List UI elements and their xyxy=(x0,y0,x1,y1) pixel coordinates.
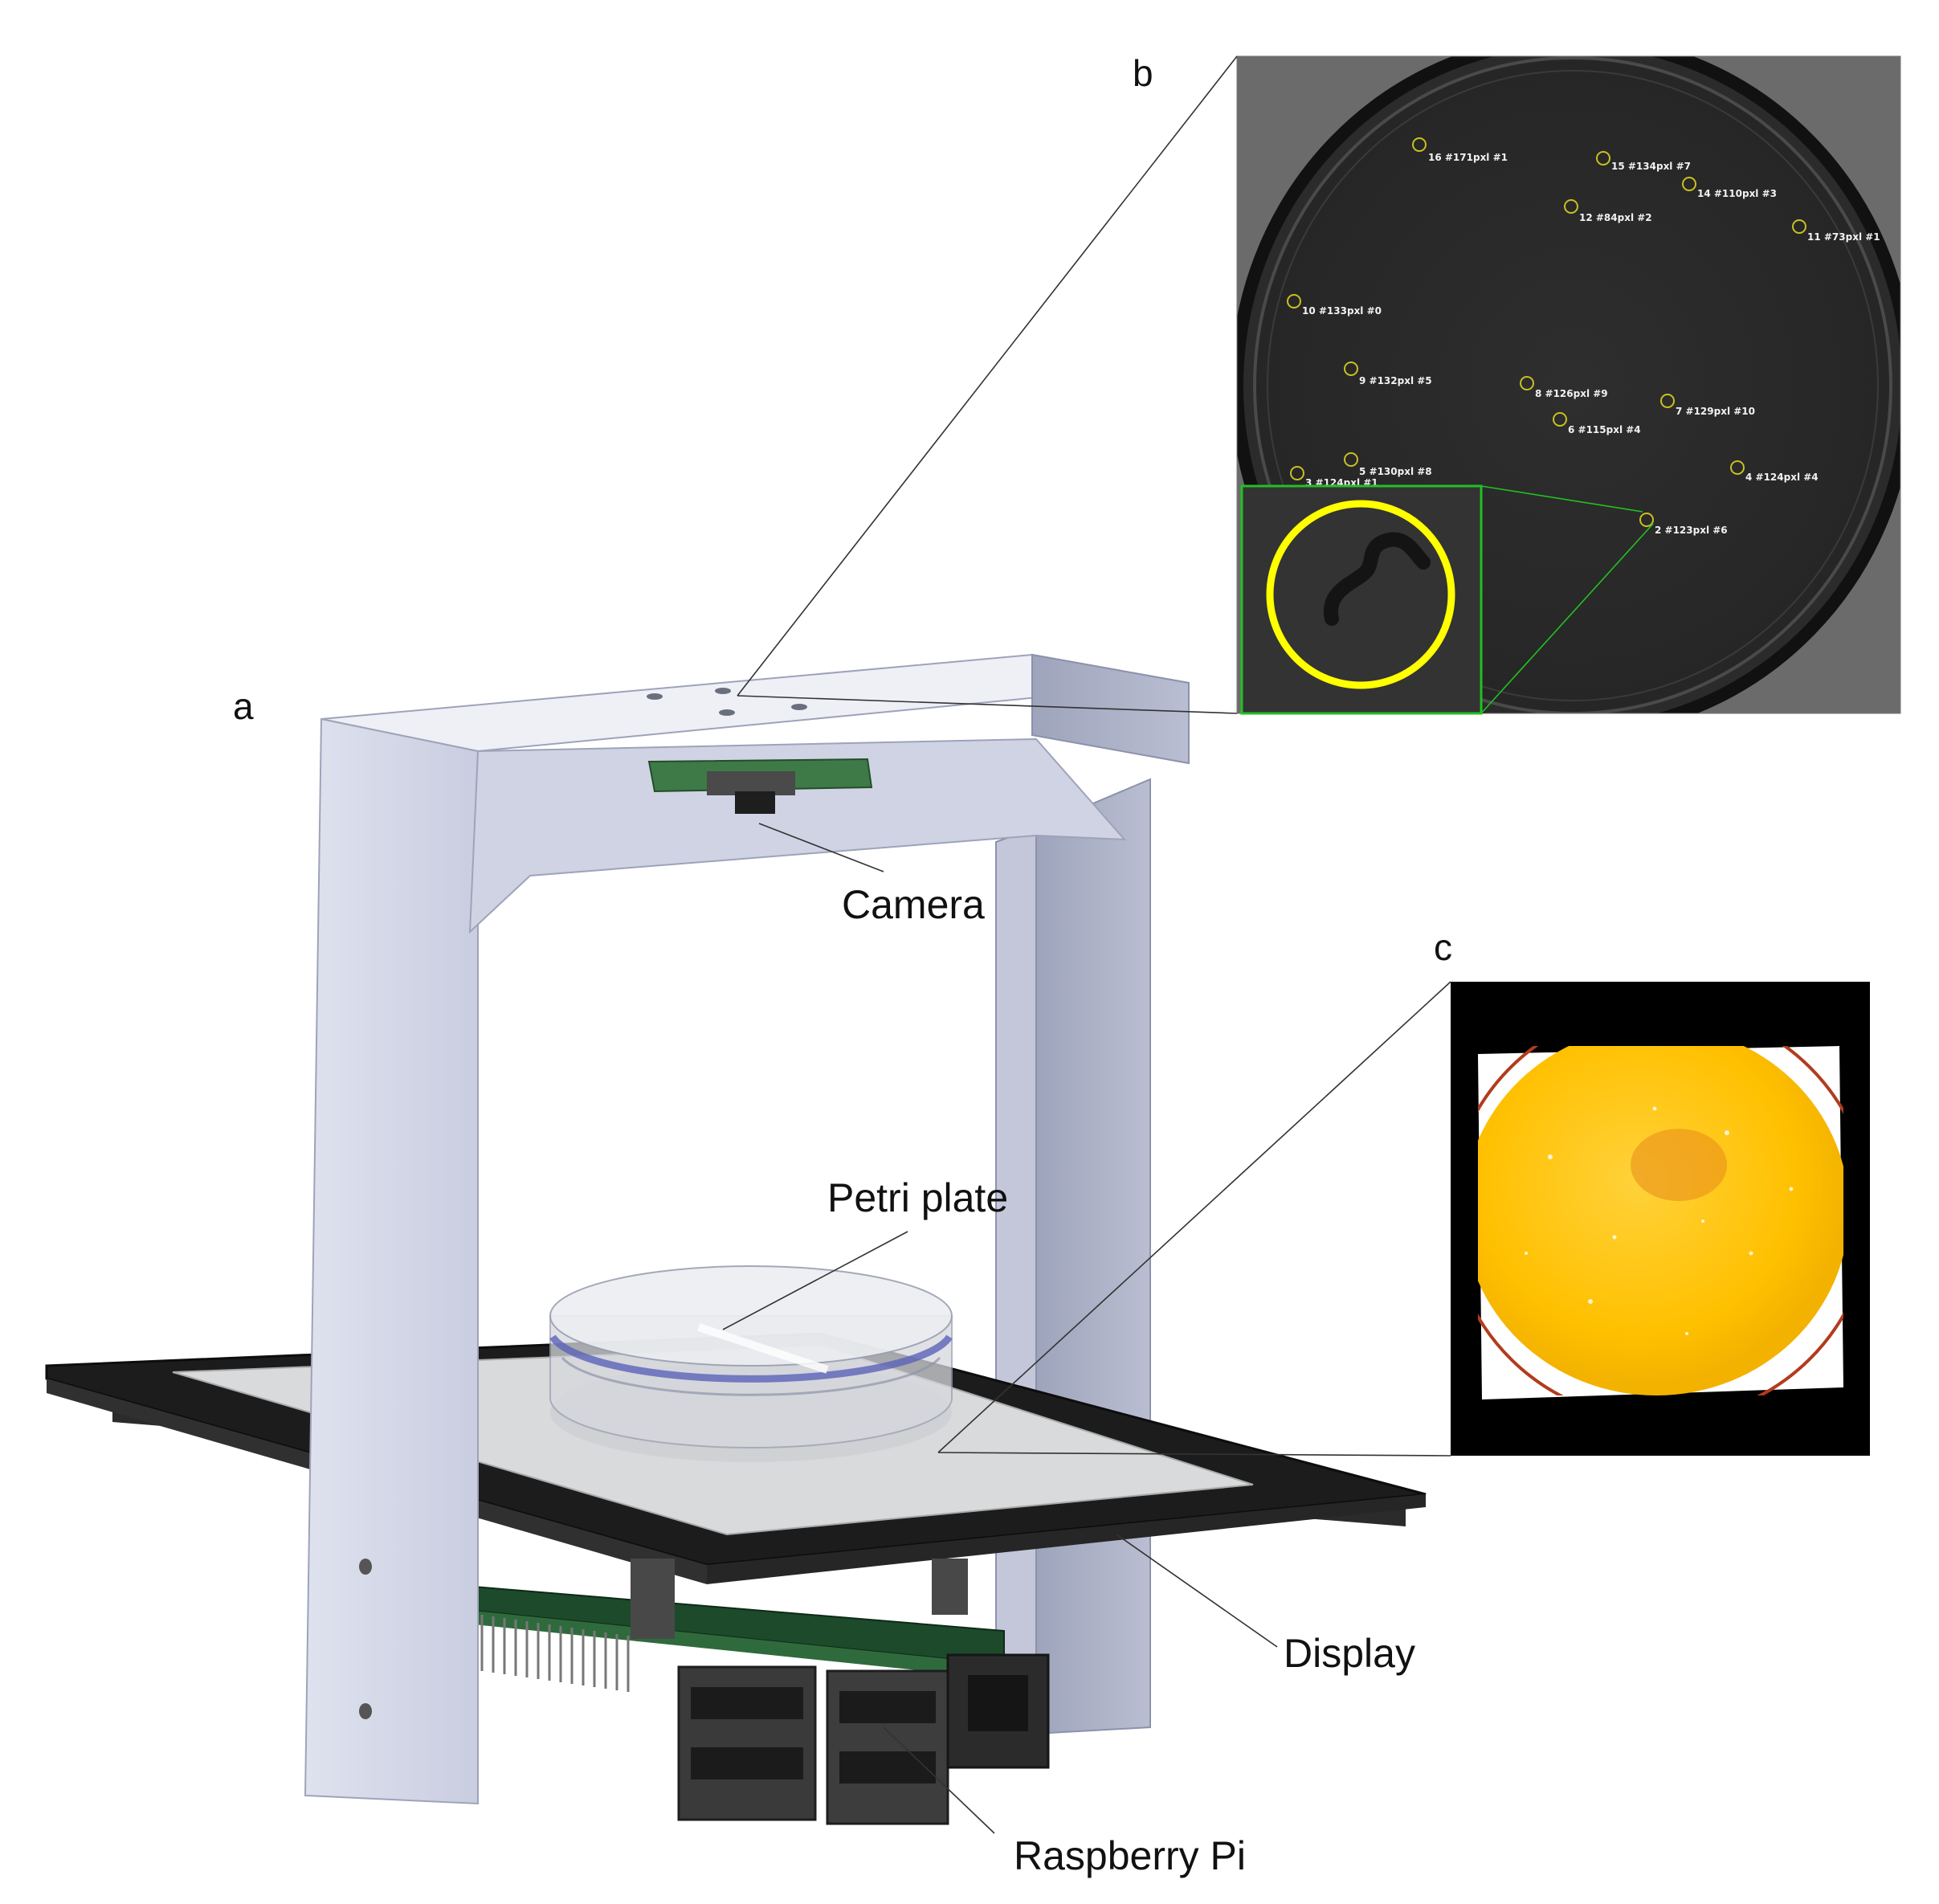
detection-marker xyxy=(1682,177,1696,191)
detection-marker xyxy=(1412,137,1427,152)
detection-label: 16 #171pxl #1 xyxy=(1428,152,1508,163)
panel-label-a: a xyxy=(233,685,254,727)
zoom-frame xyxy=(1240,484,1483,715)
frame xyxy=(304,653,1190,1805)
detection-marker xyxy=(1792,219,1806,234)
detection-label: 14 #110pxl #3 xyxy=(1697,188,1777,199)
leader-display xyxy=(1116,1534,1278,1648)
leader-petri xyxy=(722,1231,908,1330)
zoom-inset xyxy=(1240,484,1654,715)
detection-marker xyxy=(1639,513,1654,527)
leader-raspberry-pi xyxy=(883,1726,995,1834)
camera xyxy=(647,758,873,814)
raspberry-pi xyxy=(473,1559,1050,1825)
panel-b-detection-image xyxy=(1237,56,1900,713)
apparatus-illustration xyxy=(45,653,1427,1825)
detection-marker xyxy=(1290,466,1304,480)
detection-marker xyxy=(1287,294,1301,308)
worm xyxy=(1323,532,1431,626)
detection-marker xyxy=(1553,412,1567,427)
detection-labels: 16 #171pxl #1 15 #134pxl #7 14 #110pxl #… xyxy=(1302,152,1880,536)
detection-label: 8 #126pxl #9 xyxy=(1535,388,1608,399)
detection-marker xyxy=(1520,376,1534,390)
frame-right-leg xyxy=(1035,778,1151,1735)
label-petri-plate: Petri plate xyxy=(827,1175,1008,1220)
leader-c-upper xyxy=(937,981,1451,1453)
detection-label: 15 #134pxl #7 xyxy=(1611,161,1691,172)
detection-marker xyxy=(1564,199,1578,214)
panel-c-illumination-image xyxy=(1451,982,1870,1456)
label-camera: Camera xyxy=(842,882,985,927)
leader-lines xyxy=(722,55,1451,1834)
detection-label: 9 #132pxl #5 xyxy=(1359,375,1432,386)
detection-label: 7 #129pxl #10 xyxy=(1676,406,1755,417)
detection-label: 12 #84pxl #2 xyxy=(1579,212,1652,223)
label-display: Display xyxy=(1284,1631,1415,1676)
detection-marker xyxy=(1660,394,1675,408)
detection-marker xyxy=(1730,460,1745,475)
detection-label: 5 #130pxl #8 xyxy=(1359,466,1432,477)
petri-plate xyxy=(549,1265,953,1462)
leader-c-lower xyxy=(937,1452,1451,1457)
leader-camera xyxy=(758,823,884,872)
detection-markers xyxy=(1287,137,1806,527)
zoom-detection-circle xyxy=(1266,500,1455,689)
detection-label: 6 #115pxl #4 xyxy=(1568,424,1641,435)
detection-label: 2 #123pxl #6 xyxy=(1655,525,1728,536)
detection-marker xyxy=(1344,452,1358,467)
leader-b-upper xyxy=(737,55,1238,697)
label-raspberry-pi: Raspberry Pi xyxy=(1014,1833,1246,1878)
panel-label-c: c xyxy=(1434,926,1452,968)
detection-label: 10 #133pxl #0 xyxy=(1302,305,1382,317)
leader-b-lower xyxy=(737,695,1238,714)
detection-marker xyxy=(1344,362,1358,376)
detection-marker xyxy=(1596,151,1610,165)
detection-label: 4 #124pxl #4 xyxy=(1745,472,1819,483)
panel-label-b: b xyxy=(1133,52,1153,94)
panel-b-border xyxy=(1236,55,1901,714)
detection-label: 11 #73pxl #1 xyxy=(1807,231,1880,243)
